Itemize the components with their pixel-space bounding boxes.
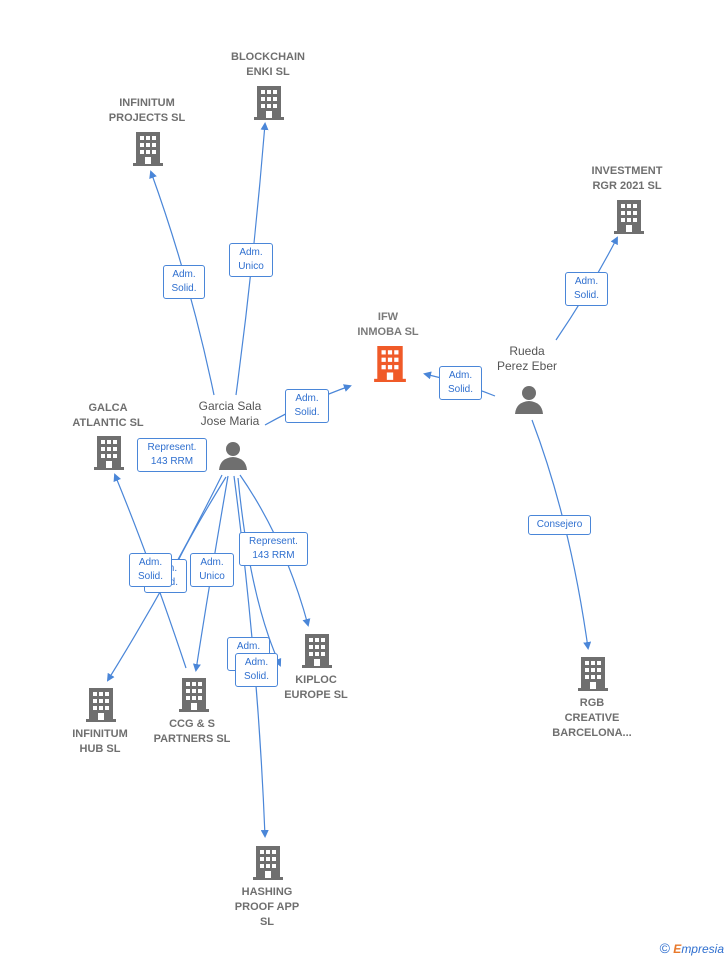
company-label-galca[interactable]: GALCA ATLANTIC SL	[72, 402, 144, 429]
relation-badge[interactable]: Adm. Solid.	[235, 653, 278, 687]
building-icon[interactable]	[94, 436, 124, 475]
brand-name: mpresia	[681, 942, 724, 956]
relation-badge[interactable]: Adm. Unico	[190, 553, 234, 587]
relation-badge[interactable]: Adm. Solid.	[565, 272, 608, 306]
company-label-kiploc[interactable]: KIPLOC EUROPE SL	[284, 674, 348, 701]
building-icon[interactable]	[179, 678, 209, 717]
company-label-infinitum-projects[interactable]: INFINITUM PROJECTS SL	[108, 97, 186, 124]
relation-badge[interactable]: Adm. Solid.	[439, 366, 482, 400]
building-icon[interactable]	[253, 846, 283, 885]
relation-badge[interactable]: Represent. 143 RRM	[239, 532, 308, 566]
building-icon-focus[interactable]	[374, 346, 406, 387]
company-label-ccg[interactable]: CCG & S PARTNERS SL	[153, 718, 231, 745]
empresia-watermark: © Empresia	[660, 940, 724, 956]
relation-badge[interactable]: Adm. Solid.	[129, 553, 172, 587]
person-label-rueda[interactable]: Rueda Perez Eber	[496, 344, 558, 373]
relation-badge[interactable]: Adm. Solid.	[163, 265, 205, 299]
edge-garcia-kiploc-2	[237, 477, 282, 667]
relation-badge[interactable]: Adm. Solid.	[285, 389, 329, 423]
building-icon[interactable]	[254, 86, 284, 125]
person-icon[interactable]	[514, 384, 544, 419]
building-icon[interactable]	[302, 634, 332, 673]
person-icon[interactable]	[218, 440, 248, 475]
company-label-hashing[interactable]: HASHING PROOF APP SL	[234, 886, 300, 928]
company-label-rgb[interactable]: RGB CREATIVE BARCELONA...	[552, 697, 632, 739]
brand-initial: E	[673, 942, 682, 956]
company-label-investment-rgr[interactable]: INVESTMENT RGR 2021 SL	[591, 165, 663, 192]
relation-badge[interactable]: Adm. Unico	[229, 243, 273, 277]
company-label-ifw[interactable]: IFW INMOBA SL	[357, 311, 419, 338]
company-label-infinitum-hub[interactable]: INFINITUM HUB SL	[72, 728, 128, 755]
relation-badge[interactable]: Represent. 143 RRM	[137, 438, 207, 472]
building-icon[interactable]	[86, 688, 116, 727]
building-icon[interactable]	[133, 132, 163, 171]
person-label-garcia[interactable]: Garcia Sala Jose Maria	[198, 399, 262, 428]
building-icon[interactable]	[578, 657, 608, 696]
copyright-icon: ©	[659, 940, 670, 956]
relation-badge[interactable]: Consejero	[528, 515, 591, 535]
company-label-blockchain[interactable]: BLOCKCHAIN ENKI SL	[231, 51, 305, 78]
building-icon[interactable]	[614, 200, 644, 239]
